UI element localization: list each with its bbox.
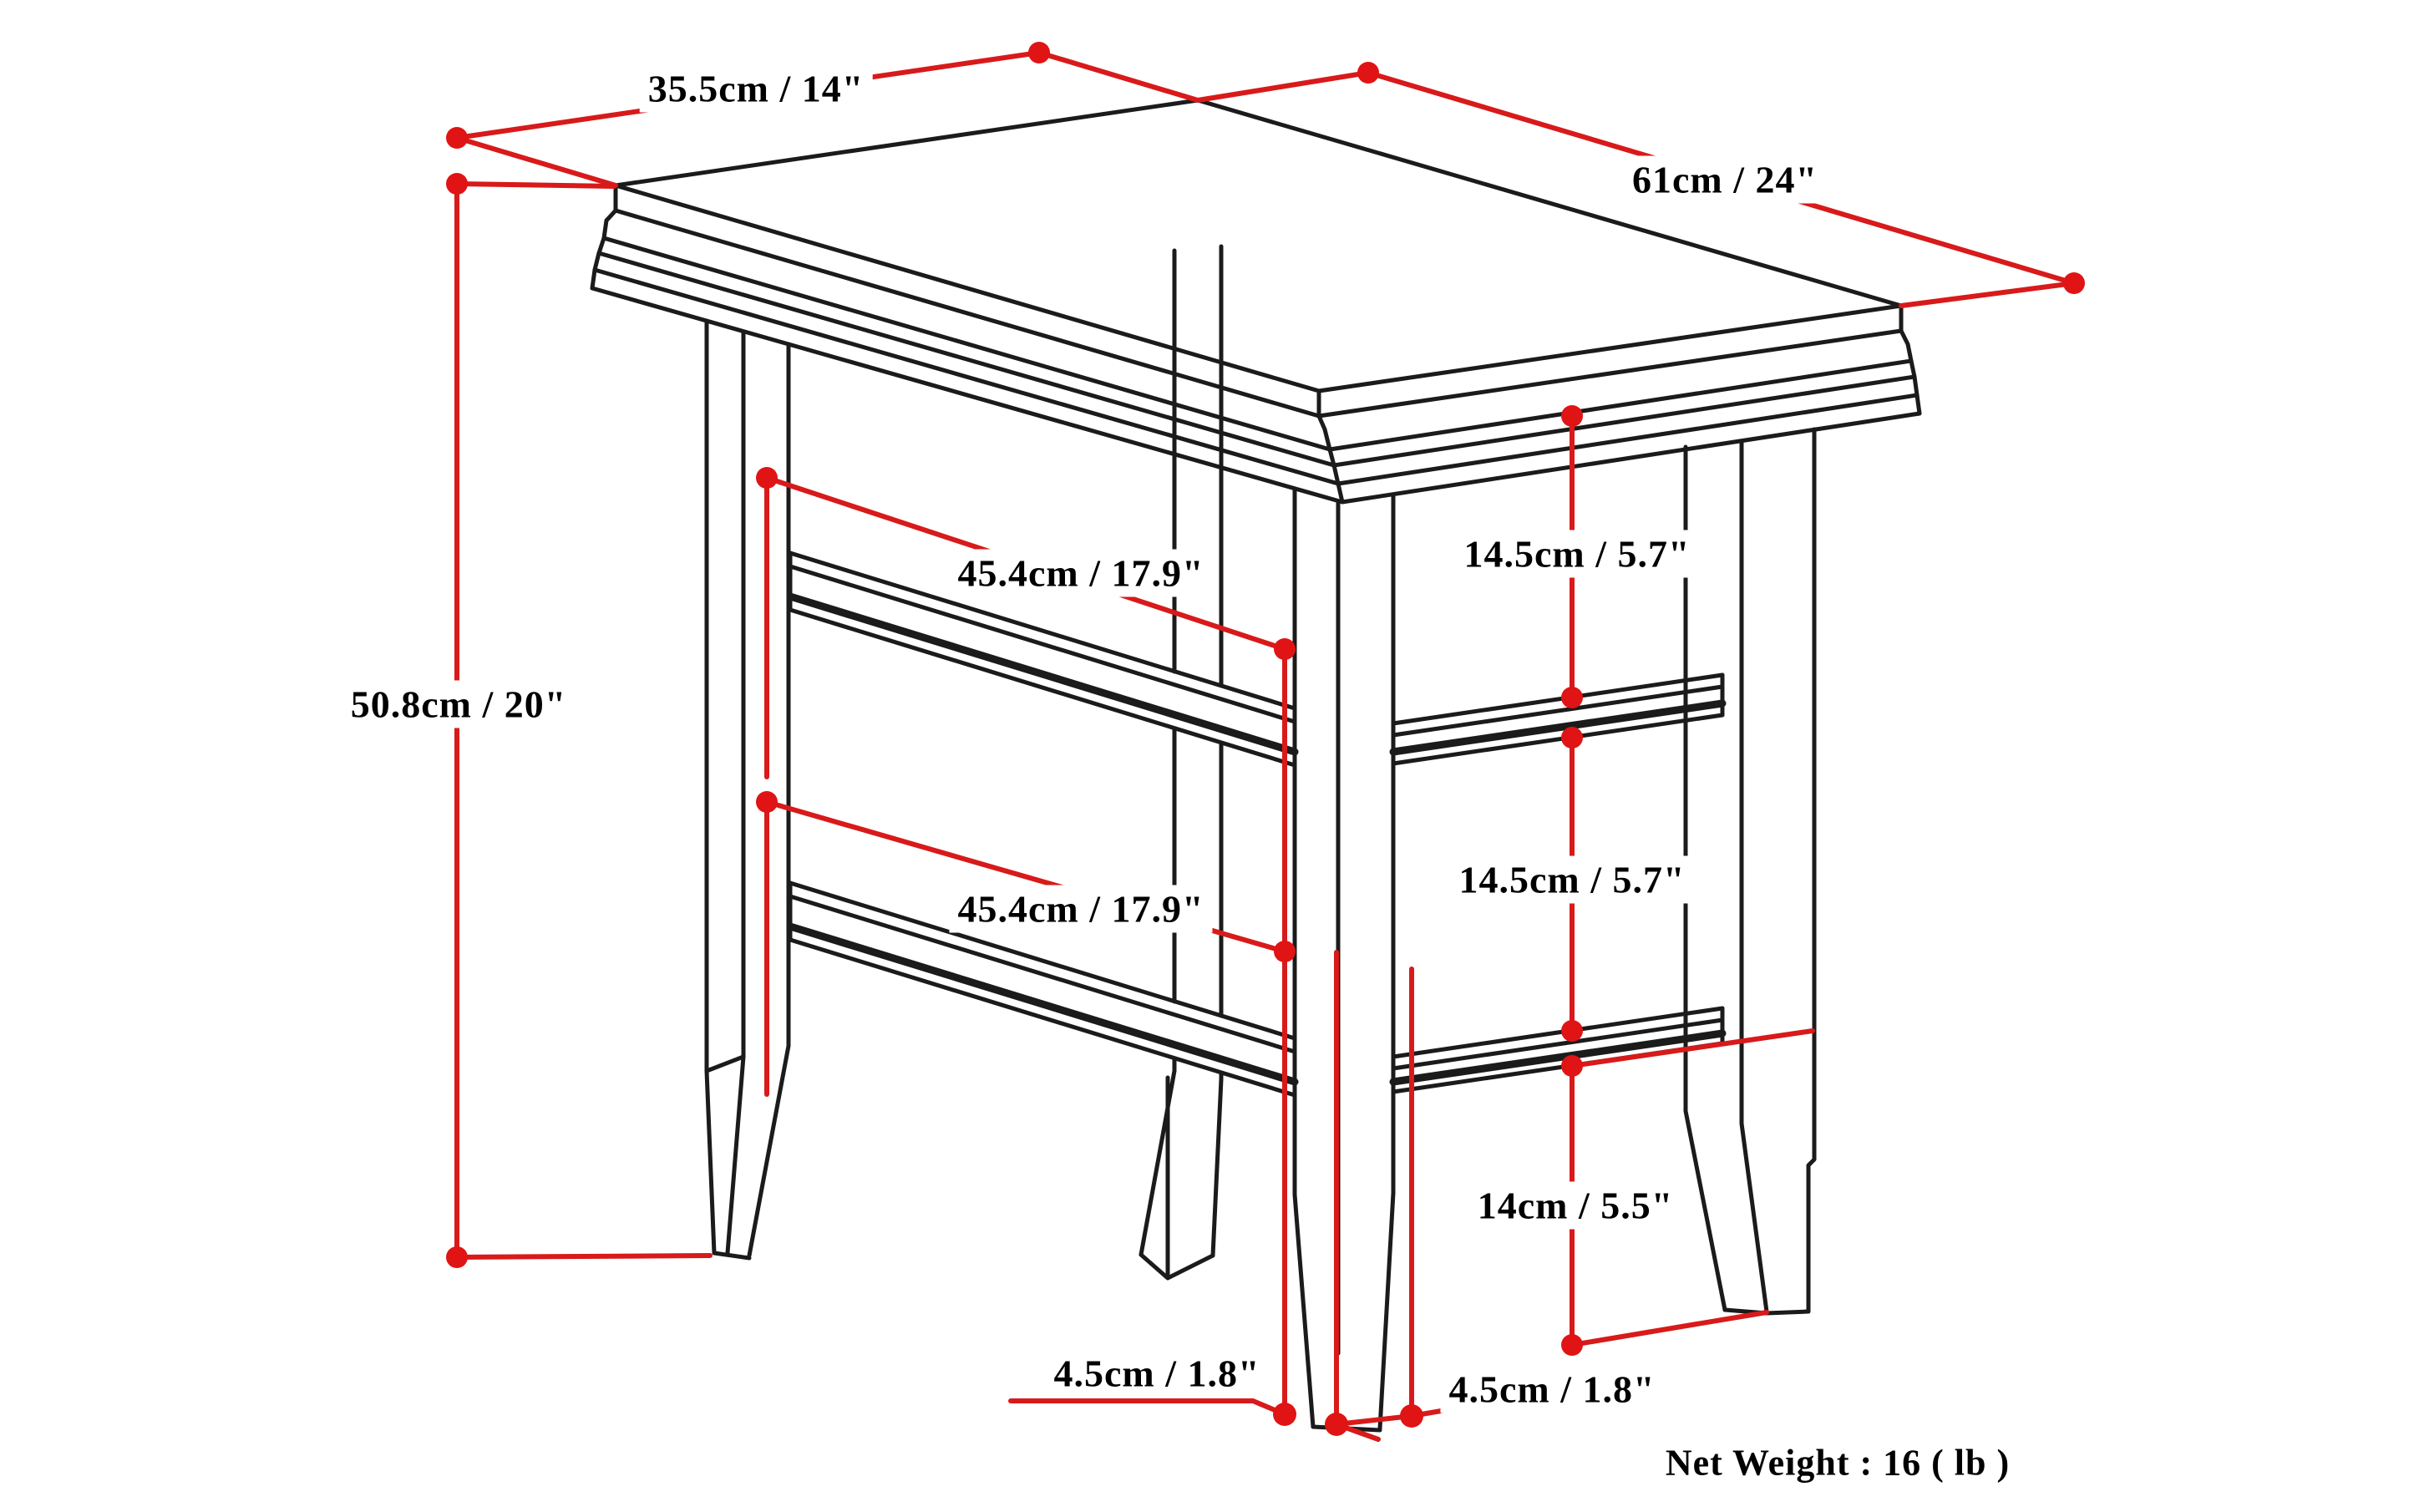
- tabletop-outline: [613, 98, 1904, 393]
- left-leg: [704, 318, 791, 1261]
- dim-label-top-depth: 61cm / 24": [1623, 155, 1827, 204]
- dimension-endpoint-dots: [446, 42, 2085, 1436]
- dim-label-leg-offset-right: 4.5cm / 1.8": [1440, 1365, 1664, 1413]
- front-leg: [1292, 487, 1396, 1433]
- table-black-lines: [590, 98, 1922, 1433]
- dim-label-gap-top-shelf1: 14.5cm / 5.7": [1455, 530, 1699, 578]
- dim-label-upper-shelf-width: 45.4cm / 17.9": [949, 549, 1213, 597]
- dim-label-lower-shelf-width: 45.4cm / 17.9": [949, 885, 1213, 933]
- dim-label-shelf2-to-floor: 14cm / 5.5": [1468, 1181, 1682, 1230]
- net-weight-label: Net Weight : 16 ( lb ): [1656, 1439, 2019, 1486]
- dim-label-top-width: 35.5cm / 14": [639, 64, 873, 113]
- back-leg: [1139, 244, 1224, 1281]
- dim-label-overall-height: 50.8cm / 20": [342, 680, 576, 728]
- right-leg: [1683, 427, 1817, 1316]
- dim-label-leg-offset-left: 4.5cm / 1.8": [1045, 1349, 1269, 1398]
- upper-shelf: [786, 551, 1727, 768]
- dim-label-gap-shelf1-shelf2: 14.5cm / 5.7": [1450, 855, 1694, 904]
